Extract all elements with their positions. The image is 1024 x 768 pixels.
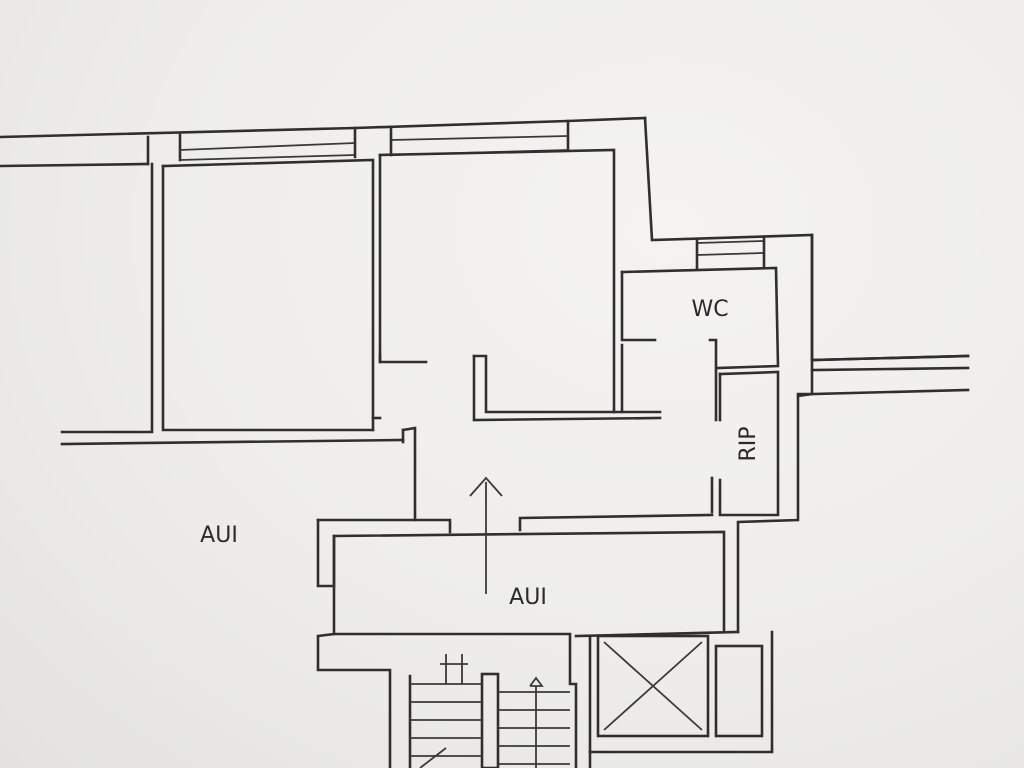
top-window-left (179, 142, 356, 161)
entrance-arrow (469, 476, 503, 594)
room-hall-aui: AUI (316, 518, 740, 768)
staircase (408, 654, 570, 768)
label-wc: WC (691, 297, 728, 322)
elevator-shaft (588, 630, 774, 768)
label-aui-left: AUI (200, 523, 238, 548)
room-bedroom-2 (378, 116, 970, 422)
room-rip: RIP (710, 370, 780, 517)
top-exterior-wall (0, 116, 647, 168)
label-aui-hall: AUI (509, 585, 547, 610)
room-wc: WC (620, 236, 780, 422)
corridor (401, 426, 714, 534)
right-exterior-wall (736, 233, 970, 634)
label-rip: RIP (736, 426, 761, 461)
room-bedroom-1 (60, 153, 428, 446)
